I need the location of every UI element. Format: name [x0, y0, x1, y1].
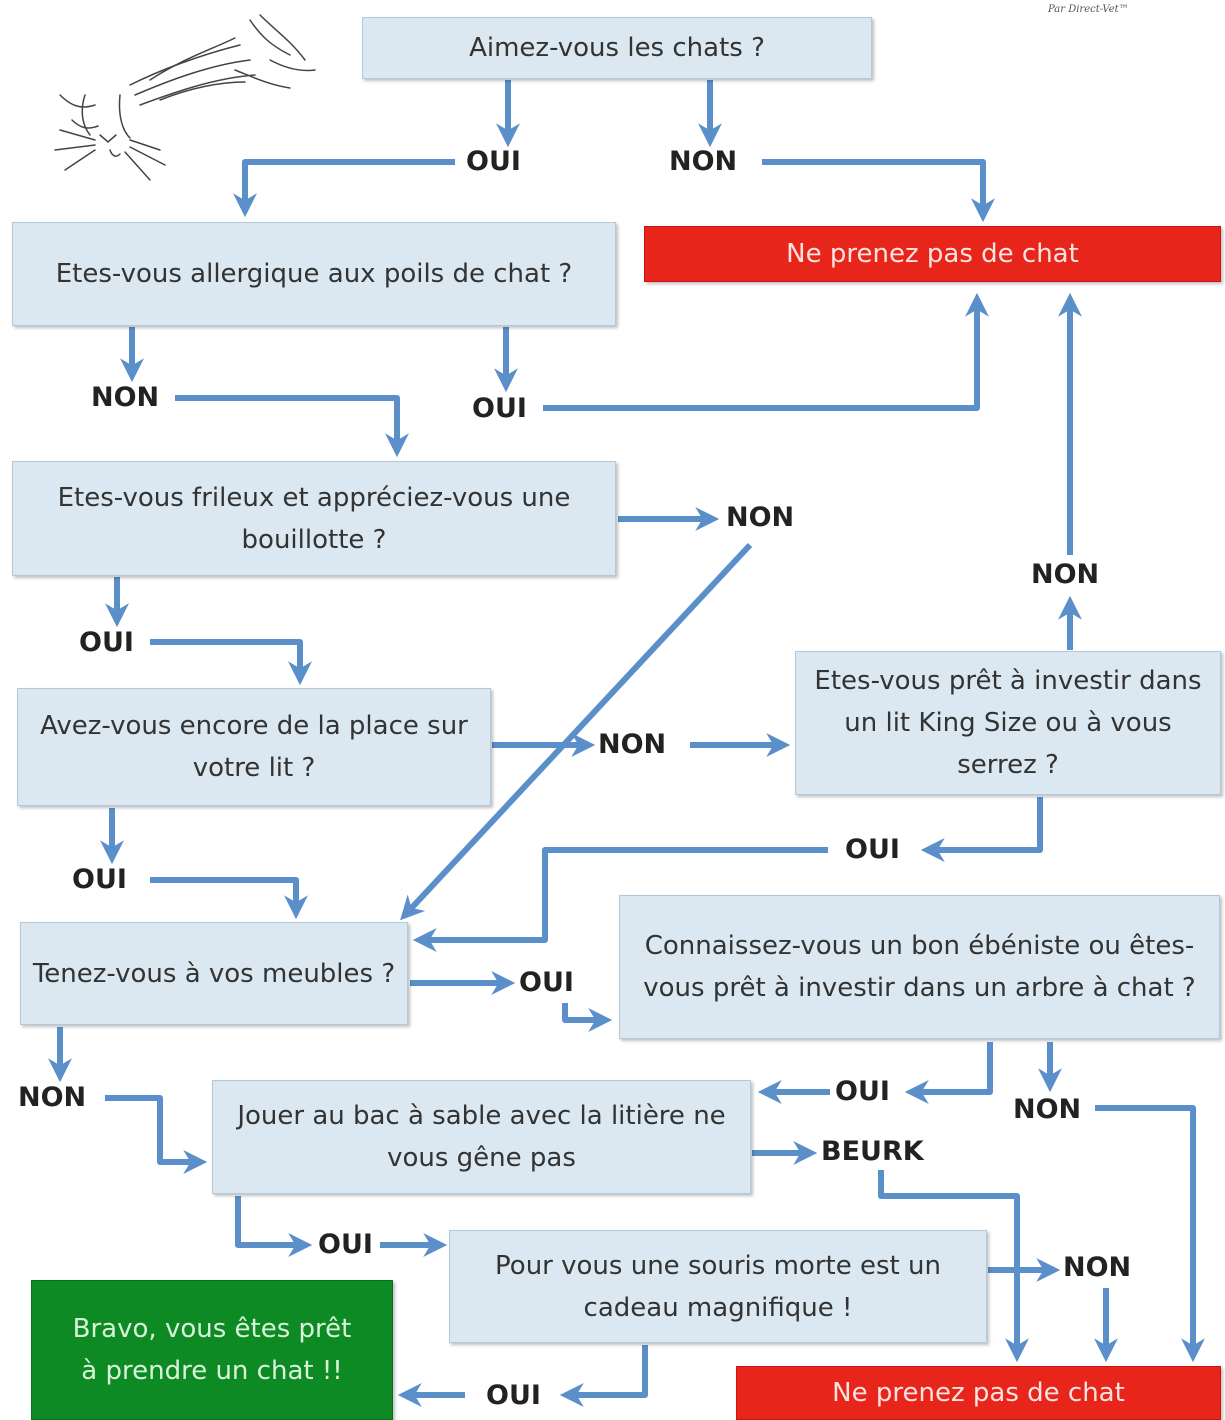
arrow-q8-yes-path: [235, 1196, 313, 1257]
answer-q5-no: NON: [1031, 559, 1100, 590]
outcome-bravo: Bravo, vous êtes prêt à prendre un chat …: [31, 1280, 393, 1420]
answer-q8-yes: OUI: [318, 1229, 373, 1260]
question-likes-cats: Aimez-vous les chats ?: [362, 17, 872, 79]
arrow-q5-yes-to-q6: [412, 847, 828, 952]
answer-q4-no: NON: [598, 729, 667, 760]
question-room-on-bed: Avez-vous encore de la place sur votre l…: [17, 688, 491, 806]
arrow-q7-yes-back: [904, 1042, 993, 1104]
question-cabinet-maker: Connaissez-vous un bon ébéniste ou êtes-…: [619, 895, 1220, 1039]
arrow-q6-no-to-q8: [105, 1095, 208, 1174]
answer-q4-yes: OUI: [72, 864, 127, 895]
answer-q7-no: NON: [1013, 1094, 1082, 1125]
arrow-q2-no-to-q3: [175, 395, 409, 458]
question-chilly: Etes-vous frileux et appréciez-vous une …: [12, 461, 616, 576]
answer-q6-yes: OUI: [519, 967, 574, 998]
answer-q7-yes: OUI: [835, 1076, 890, 1107]
arrow-q7-no-to-stop: [1095, 1105, 1205, 1363]
arrow-q1-no-to-stop: [762, 159, 995, 223]
outcome-no-cat-top: Ne prenez pas de chat: [644, 226, 1221, 282]
answer-q2-yes: OUI: [472, 393, 527, 424]
arrow-q6-yes-to-q7: [562, 1003, 613, 1032]
answer-q3-yes: OUI: [79, 627, 134, 658]
question-furniture: Tenez-vous à vos meubles ?: [20, 922, 408, 1025]
answer-q5-yes: OUI: [845, 834, 900, 865]
arrow-q5-yes-back: [920, 797, 1043, 862]
answer-q3-no: NON: [726, 502, 795, 533]
credit-note: Par Direct-Vet™: [1048, 4, 1129, 15]
question-litter-box: Jouer au bac à sable avec la litière ne …: [212, 1080, 751, 1194]
arrow-q3-yes-to-q4: [150, 639, 312, 686]
question-allergic: Etes-vous allergique aux poils de chat ?: [12, 222, 616, 326]
arrow-q9-yes-back: [559, 1345, 648, 1407]
answer-q2-no: NON: [91, 382, 160, 413]
arrow-q2-yes-to-stop: [543, 292, 989, 411]
outcome-no-cat-bottom: Ne prenez pas de chat: [736, 1366, 1221, 1420]
answer-q1-yes: OUI: [466, 146, 521, 177]
question-king-size: Etes-vous prêt à investir dans un lit Ki…: [795, 651, 1221, 795]
arrow-q1-yes-to-q2: [233, 159, 455, 218]
answer-q6-no: NON: [18, 1082, 87, 1113]
arrow-q8-yuck-to-stop: [878, 1170, 1029, 1363]
answer-q8-yuck: BEURK: [821, 1136, 924, 1167]
arrow-q3-no-to-q6: [400, 542, 753, 921]
arrow-q4-yes-to-q6: [150, 877, 308, 920]
answer-q1-no: NON: [669, 146, 738, 177]
cat-sketch-illustration: [54, 14, 316, 181]
question-dead-mouse: Pour vous une souris morte est un cadeau…: [449, 1230, 987, 1343]
answer-q9-no: NON: [1063, 1252, 1132, 1283]
answer-q9-yes: OUI: [486, 1380, 541, 1411]
